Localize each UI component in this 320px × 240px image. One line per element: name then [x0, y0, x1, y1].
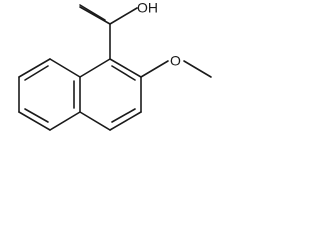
bond-carboxyl-oh [109, 7, 138, 25]
bond-c8a-c1 [79, 58, 111, 78]
bond-c4-c4a [79, 111, 111, 131]
molecule-structure: OH O [18, 0, 212, 131]
bond-carbonyl-right [79, 4, 106, 21]
hydroxyl-label: OH [137, 0, 158, 16]
bond-oxygen-methyl [183, 60, 212, 78]
bond-c3-oxygen [140, 60, 169, 78]
bond-c5-c4a [49, 111, 81, 131]
ether-oxygen-label: O [170, 53, 181, 69]
double-bond-c8-c7-inner [24, 65, 49, 81]
bond-carbonyl-left [79, 6, 111, 25]
bond-c6-c5 [18, 111, 51, 131]
bond-c1-c2 [109, 58, 142, 78]
bond-c8a-c8 [49, 58, 81, 78]
double-bond-c3-c4-inner [111, 108, 136, 123]
double-bond-c6-c5-inner [24, 108, 49, 123]
right-ring [79, 58, 142, 131]
carboxyl-group: OH [79, 0, 158, 60]
methoxy-group: O [140, 53, 212, 78]
double-bond-c1-c2-inner [111, 65, 136, 81]
bond-c8-c7 [18, 58, 51, 78]
left-ring [18, 58, 81, 131]
bond-c3-c4 [109, 111, 142, 131]
